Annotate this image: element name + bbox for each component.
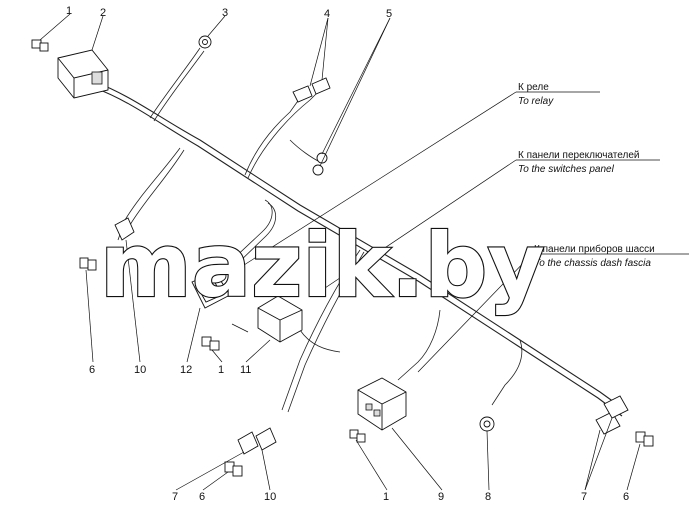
ring-terminals-item-5: [312, 152, 328, 176]
callout-1-bottom: 1: [383, 491, 389, 503]
callout-6-bottom-left: 6: [199, 491, 205, 503]
watermark: mazik.by: [100, 214, 545, 317]
callout-11: 11: [240, 364, 251, 376]
callout-12: 12: [180, 364, 192, 376]
connector-item-1-bottom: [349, 429, 366, 443]
label-switches-en: To the switches panel: [518, 164, 615, 175]
callout-10-bottom: 10: [264, 491, 276, 503]
callout-numbers: 1 2 3 4 5 6 10 12 1 11 7 6 10 1 9 8 7 6: [66, 5, 629, 503]
callout-8: 8: [485, 491, 491, 503]
callout-1-middle: 1: [218, 364, 224, 376]
main-harness: [94, 81, 626, 417]
relay-box-item-9: [357, 377, 407, 431]
ring-terminal-item-3: [198, 35, 212, 49]
label-dash-ru: К панели приборов шасси: [534, 243, 655, 255]
callout-2: 2: [100, 7, 106, 19]
connector-item-1-middle: [201, 336, 220, 351]
callout-10-left: 10: [134, 364, 146, 376]
callout-1-top: 1: [66, 5, 72, 17]
destination-labels: К реле To relay К панели переключателей …: [518, 82, 655, 269]
connectors-item-4: [292, 77, 331, 103]
connector-block-item-2: [57, 49, 109, 99]
label-relay-ru: К реле: [518, 82, 549, 93]
relay-box-item-11: [257, 295, 303, 343]
harness-branches: [117, 47, 523, 413]
label-switches-ru: К панели переключателей: [518, 150, 639, 161]
connectors-bottom-right: [595, 395, 654, 447]
connectors-bottom-left: [224, 427, 277, 477]
callout-5: 5: [386, 8, 392, 20]
callout-9: 9: [438, 491, 444, 503]
label-relay-en: To relay: [518, 96, 554, 107]
boot-item-10-left: [114, 217, 135, 241]
connector-item-1-top: [31, 39, 49, 52]
callout-4: 4: [324, 8, 330, 20]
callout-6-left: 6: [89, 364, 95, 376]
callout-7-right: 7: [581, 491, 587, 503]
label-dash-en: To the chassis dash fascia: [534, 258, 651, 269]
callout-3: 3: [222, 7, 228, 19]
leader-lines: [39, 13, 689, 491]
callout-7-left: 7: [172, 491, 178, 503]
connector-item-12: [191, 268, 231, 309]
connector-item-6-left: [79, 257, 97, 271]
ring-terminal-item-8: [479, 416, 495, 432]
callout-6-right: 6: [623, 491, 629, 503]
